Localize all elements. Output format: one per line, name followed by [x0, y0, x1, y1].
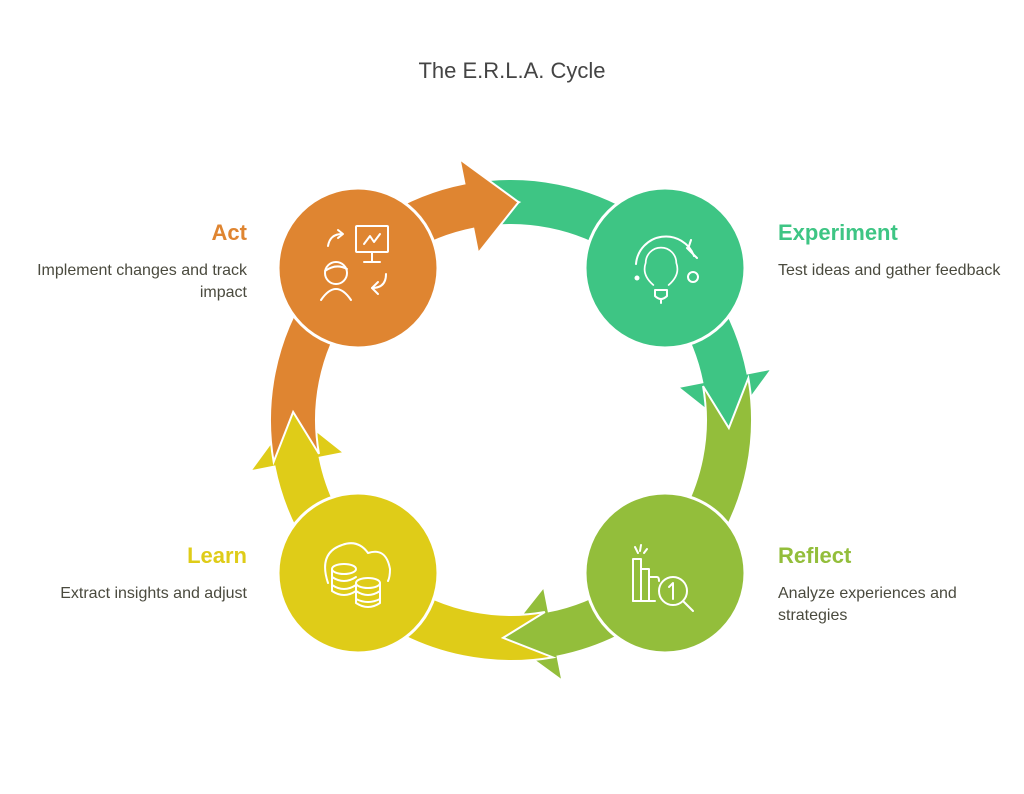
stage-learn-description: Extract insights and adjust [60, 585, 247, 602]
stage-learn-name: Learn [187, 543, 247, 568]
bar-chart-magnifier-icon [632, 544, 694, 612]
workflow-presentation-icon [320, 225, 389, 301]
stage-reflect-circle [583, 491, 747, 655]
stage-learn-text: Learn Extract insights and adjust [17, 543, 247, 605]
stage-learn-node [276, 491, 440, 655]
stage-reflect-text: Reflect Analyze experiences and strategi… [778, 543, 998, 627]
stage-act-node [276, 186, 440, 350]
stage-experiment-description: Test ideas and gather feedback [778, 262, 1001, 279]
stage-reflect-node [583, 491, 747, 655]
stage-learn-circle [276, 491, 440, 655]
stage-act-description: Implement changes and track impact [37, 262, 247, 301]
diagram-title: The E.R.L.A. Cycle [418, 58, 606, 83]
stage-act-circle [276, 186, 440, 350]
stage-experiment-name: Experiment [778, 220, 898, 245]
cloud-database-icon [324, 542, 391, 608]
stage-reflect-name: Reflect [778, 543, 852, 568]
stage-experiment-node [583, 186, 747, 350]
stage-experiment-circle [583, 186, 747, 350]
stage-act-name: Act [211, 220, 247, 245]
lightbulb-icon [634, 235, 699, 304]
stage-experiment-text: Experiment Test ideas and gather feedbac… [778, 220, 1008, 282]
stage-act-text: Act Implement changes and track impact [17, 220, 247, 304]
stage-reflect-description: Analyze experiences and strategies [778, 585, 957, 624]
